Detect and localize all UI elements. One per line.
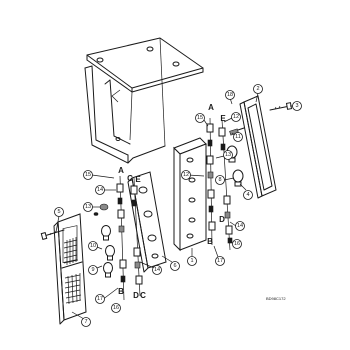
svg-text:15: 15 <box>85 172 91 178</box>
callout-5: 5 <box>54 207 64 217</box>
callout-17-right: 17 <box>215 256 225 266</box>
leader-lines <box>55 92 293 320</box>
callout-18: 18 <box>225 90 235 100</box>
svg-text:17: 17 <box>217 258 223 264</box>
svg-text:14: 14 <box>154 267 160 273</box>
svg-text:15: 15 <box>197 115 203 121</box>
svg-text:14: 14 <box>97 187 103 193</box>
callout-14-left: 14 <box>95 185 105 195</box>
svg-text:18: 18 <box>227 92 233 98</box>
svg-text:17: 17 <box>97 296 103 302</box>
callout-2-center: 12 <box>181 170 191 180</box>
bulb-left-lower <box>105 245 115 261</box>
wire-harness-left <box>93 175 143 301</box>
bulb-left-bottom <box>103 262 113 278</box>
bulb-group <box>101 145 244 278</box>
callout-13-right: 13 <box>223 150 233 160</box>
letter-e-right: E <box>220 114 226 123</box>
letter-e-left: E <box>135 175 141 184</box>
callout-7: 7 <box>81 317 91 327</box>
letter-b-left: B <box>118 287 124 296</box>
letter-dc-left: D <box>133 291 139 300</box>
callout-16-left: 16 <box>111 303 121 313</box>
screw-right <box>269 102 293 111</box>
callout-15-right: 15 <box>195 113 205 123</box>
callout-17-left: 17 <box>95 294 105 304</box>
letter-d-right: D <box>219 215 225 224</box>
callout-1: 1 <box>187 256 197 266</box>
screw-left <box>40 229 65 241</box>
light-housing-center <box>173 137 207 252</box>
callout-8: 8 <box>215 175 225 185</box>
svg-text:4: 4 <box>246 192 249 198</box>
callout-14-lower: 14 <box>152 265 162 275</box>
letter-c-lower: C <box>140 291 146 300</box>
connection-letters: A E D B A C E B D C <box>118 103 226 300</box>
callout-6: 6 <box>170 261 180 271</box>
callout-4: 4 <box>243 190 253 200</box>
svg-text:9: 9 <box>91 267 94 273</box>
letter-a-left: A <box>118 166 124 175</box>
svg-text:10: 10 <box>90 243 96 249</box>
svg-text:1: 1 <box>190 258 193 264</box>
svg-text:13: 13 <box>225 152 231 158</box>
callout-15-left: 15 <box>83 170 93 180</box>
callout-12-right: 12 <box>231 112 241 122</box>
svg-text:13: 13 <box>85 204 91 210</box>
socket-housing-left <box>127 171 167 273</box>
callout-16-right: 16 <box>232 239 242 249</box>
mounting-bracket <box>84 37 204 164</box>
svg-text:16: 16 <box>234 241 240 247</box>
bulb-left-upper <box>101 225 111 241</box>
figure-code: BD98C172 <box>266 296 286 301</box>
svg-text:12: 12 <box>183 172 189 178</box>
svg-text:2: 2 <box>256 86 259 92</box>
callout-13-left: 13 <box>83 202 93 212</box>
callout-11: 11 <box>233 132 243 142</box>
letter-c-left: C <box>127 174 133 183</box>
callouts: 1 2 3 4 5 6 7 8 9 10 11 12 13 13 14 14 1… <box>54 84 302 327</box>
wire-harness-right <box>206 117 245 251</box>
svg-text:16: 16 <box>113 305 119 311</box>
svg-text:7: 7 <box>84 319 87 325</box>
svg-text:8: 8 <box>218 177 221 183</box>
svg-text:11: 11 <box>235 134 241 140</box>
svg-text:3: 3 <box>295 103 298 109</box>
lens-assembly-left <box>53 213 87 325</box>
svg-text:14: 14 <box>237 223 243 229</box>
svg-text:6: 6 <box>173 263 176 269</box>
callout-14-right: 14 <box>235 221 245 231</box>
callout-2-right: 2 <box>253 84 263 94</box>
callout-10: 10 <box>88 241 98 251</box>
lens-frame-right <box>239 95 277 199</box>
svg-text:5: 5 <box>57 209 60 215</box>
letter-a-right: A <box>208 103 214 112</box>
bulb-lower-right <box>232 169 244 187</box>
callout-9: 9 <box>88 265 98 275</box>
callout-3: 3 <box>292 101 302 111</box>
letter-b-right: B <box>207 237 213 246</box>
svg-text:12: 12 <box>233 114 239 120</box>
